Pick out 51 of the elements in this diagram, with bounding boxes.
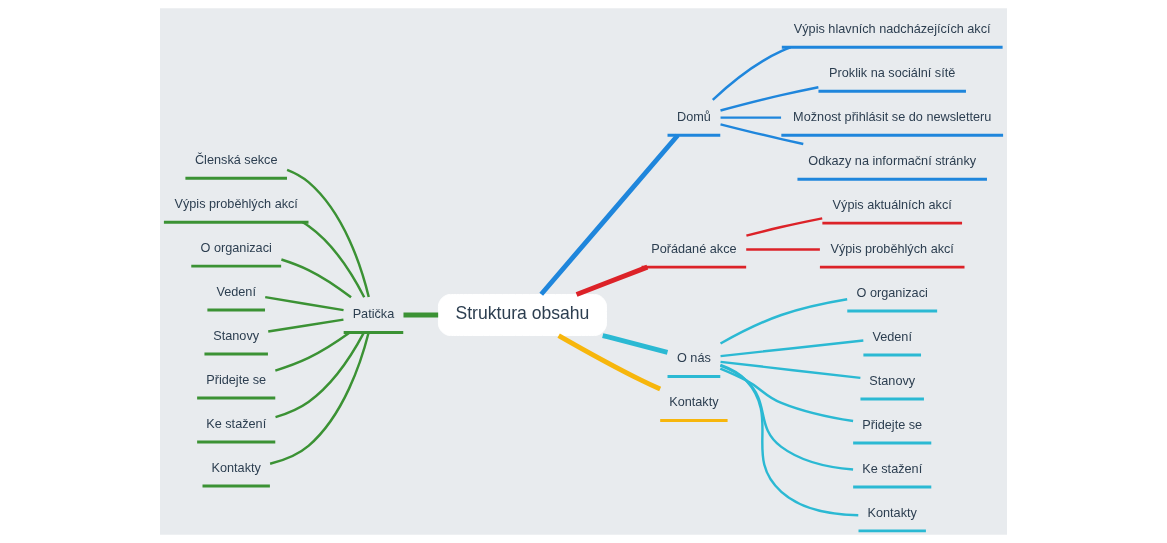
node-text: Domů [676,109,711,124]
node-text: Výpis proběhlých akcí [830,241,954,256]
connector [720,123,804,146]
node-text: Stanovy [213,328,260,343]
node-text: O nás [676,351,711,366]
node-text: Ke stažení [862,461,923,476]
node-text: Stanovy [869,373,916,388]
connector [286,168,370,298]
connector [720,360,861,380]
node-text: Vedení [216,284,256,299]
node-text: Proklik na sociální sítě [829,65,956,80]
node-text: Ke stažení [206,416,267,431]
node-text: Výpis hlavních nadcházejících akcí [793,22,991,37]
node-box: Struktura obsahu [437,293,607,336]
node-text: Možnost přihlásit se do newsletteru [793,109,992,124]
node-text: O organizaci [856,285,928,300]
connector [746,248,820,251]
node-text: Kontakty [211,460,261,475]
connector [719,367,854,423]
node-text: Pořádané akce [651,241,737,256]
node-text: Kontakty [669,395,719,410]
connector [269,332,370,465]
connector [720,363,859,517]
connector [265,295,344,312]
connector [575,264,649,297]
connector [268,318,344,333]
node-text: Odkazy na informační stránky [808,153,977,168]
connector [403,312,439,318]
connector [539,133,680,296]
connector [557,333,662,392]
node-text: Výpis aktuálních akcí [832,197,952,212]
connector [746,217,823,237]
node-text: Přidejte se [206,372,267,387]
connector [711,46,792,101]
node-text: Členská sekce [194,152,278,167]
node-text: O organizaci [200,240,272,255]
connector [719,298,848,345]
connector [720,339,864,358]
connector [720,86,819,112]
node-text: Kontakty [867,505,917,520]
connector [281,258,352,299]
connector [274,331,351,372]
node-text: Patička [352,307,395,322]
connector [602,333,669,355]
node-text: Přidejte se [862,417,923,432]
connector [301,221,366,298]
connector [719,364,854,471]
connector [720,116,782,119]
connector [275,332,365,419]
node-text: Vedení [872,329,912,344]
node-text: Výpis proběhlých akcí [174,196,298,211]
